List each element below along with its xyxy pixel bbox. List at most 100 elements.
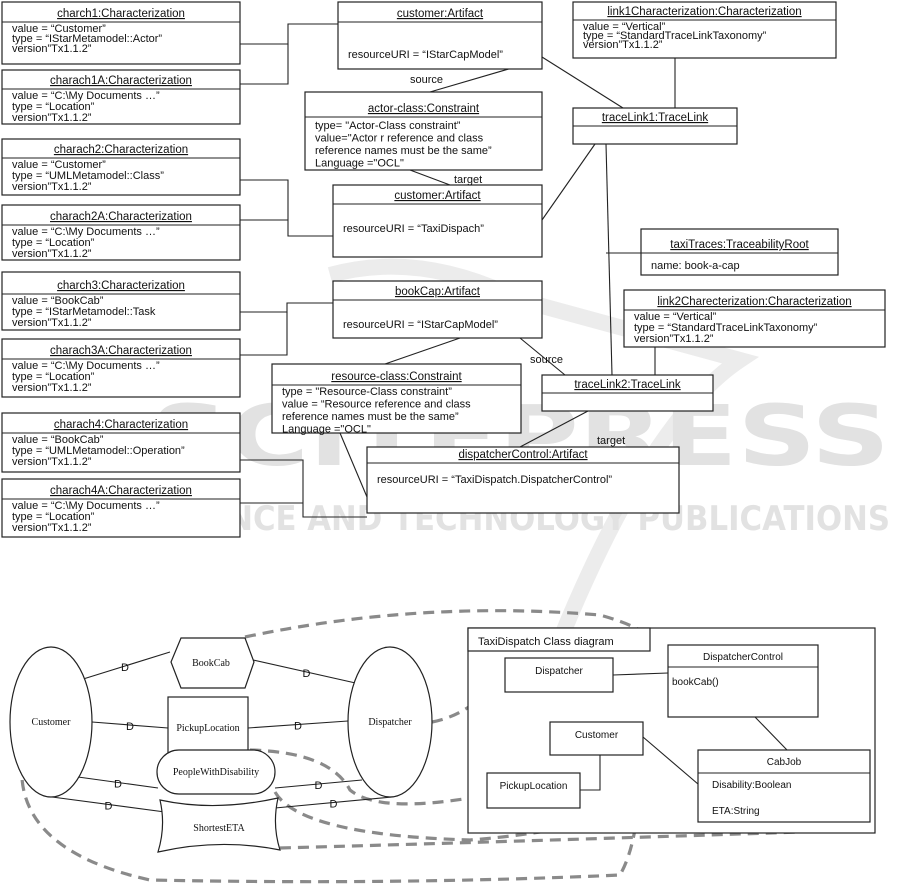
dependency-marker: D xyxy=(330,799,338,811)
connector-line xyxy=(519,337,566,376)
object-attribute: value = “Customer” xyxy=(12,23,106,35)
box-frame xyxy=(572,1,837,59)
object-title: link2Charecterization:Characterization xyxy=(657,296,851,308)
object-attribute: version”Tx1.1.2” xyxy=(12,317,92,329)
class-box xyxy=(486,772,581,809)
class-box xyxy=(667,644,819,718)
object-attribute: type= "Actor-Class constraint” xyxy=(315,120,461,132)
trace-mapping-dashed xyxy=(249,748,488,806)
box-frame xyxy=(1,338,241,398)
object-title: charach4:Characterization xyxy=(54,419,188,431)
object-attribute: value = “BookCab” xyxy=(12,295,104,307)
box-frame xyxy=(304,91,543,171)
object-title: charach3A:Characterization xyxy=(50,345,192,357)
object-attribute: version”Tx1.1.2” xyxy=(12,522,92,534)
connector-line xyxy=(541,56,624,109)
resource-pickup-shape xyxy=(167,696,249,760)
object-title: charch1:Characterization xyxy=(57,8,185,20)
object-attribute: value="Actor r reference and class xyxy=(315,133,484,145)
object-attribute: type = “StandardTraceLinkTaxonomy” xyxy=(583,30,767,42)
box-frame xyxy=(1,478,241,538)
object-title: customer:Artifact xyxy=(394,190,481,202)
class-PickupLocation[interactable]: PickupLocation xyxy=(486,772,581,809)
class-Dispatcher[interactable]: Dispatcher xyxy=(504,657,614,693)
object-title: charch3:Characterization xyxy=(57,280,185,292)
goal-node-ShortestETA[interactable]: ShortestETA xyxy=(193,823,245,834)
dependency-marker: D xyxy=(105,801,113,813)
dependency-link xyxy=(252,659,361,685)
class-diagram-title-tab xyxy=(467,627,651,652)
box-frame xyxy=(640,228,839,276)
object-box-traceLink1[interactable]: traceLink1:TraceLink xyxy=(572,107,738,145)
object-box-link1[interactable]: link1Characterization:Characterizationva… xyxy=(572,1,837,59)
object-box-charch3[interactable]: charch3:Characterization value = “BookCab… xyxy=(1,271,241,331)
box-frame xyxy=(332,280,543,339)
connectors xyxy=(240,23,676,518)
class-box xyxy=(549,721,644,756)
class-member: ETA:String xyxy=(712,806,760,817)
object-attribute: type = “Location” xyxy=(12,237,95,249)
box-frame xyxy=(1,271,241,331)
object-attribute: type = “IStarMetamodel::Task xyxy=(12,306,156,318)
object-boxes: charch1:Characterization value = “Custome… xyxy=(1,1,886,538)
object-attribute: type = “UMLMetamodel::Class” xyxy=(12,170,164,182)
class-association xyxy=(580,755,601,791)
class-Customer[interactable]: Customer xyxy=(549,721,644,756)
object-attribute: type = "Resource-Class constraint” xyxy=(282,386,452,398)
object-title: traceLink2:TraceLink xyxy=(574,379,681,391)
object-box-charch1[interactable]: charch1:Characterization value = “Custome… xyxy=(1,1,241,65)
class-box xyxy=(504,657,614,693)
trace-mapping-dashed xyxy=(244,609,692,701)
box-frame xyxy=(1,69,241,125)
edge-label-source: source xyxy=(530,354,563,366)
dependency-link xyxy=(274,796,393,809)
object-attribute: type = “UMLMetamodel::Operation” xyxy=(12,445,185,457)
connector-line xyxy=(384,337,461,365)
class-name: DispatcherControl xyxy=(703,652,783,663)
goal-node-PeopleWithDisability[interactable]: PeopleWithDisability xyxy=(173,767,259,778)
object-attribute: type = “Location” xyxy=(12,371,95,383)
object-title: charach2:Characterization xyxy=(54,144,188,156)
dependency-marker: D xyxy=(303,668,311,680)
object-attribute: version”Tx1.1.2” xyxy=(12,181,92,193)
object-box-link2[interactable]: link2Charecterization:Characterizationva… xyxy=(623,289,886,348)
class-association xyxy=(612,672,669,676)
softgoal-shortesteta-shape xyxy=(157,797,281,853)
object-box-traceLink2[interactable]: traceLink2:TraceLink xyxy=(541,374,714,412)
class-name: Customer xyxy=(575,730,619,741)
goal-node-PickupLocation[interactable]: PickupLocation xyxy=(176,723,239,734)
goal-node-Customer[interactable]: Customer xyxy=(32,717,72,728)
task-bookcab-shape xyxy=(170,637,255,689)
goal-node-BookCab[interactable]: BookCab xyxy=(192,658,230,669)
class-diagram-title: TaxiDispatch Class diagram xyxy=(478,636,614,648)
connector-line xyxy=(429,67,513,93)
class-association xyxy=(754,716,788,751)
object-attribute: Language ="OCL" xyxy=(282,424,371,436)
object-attribute: version”Tx1.1.2” xyxy=(634,333,714,345)
object-title: dispatcherControl:Artifact xyxy=(458,449,588,461)
box-frame xyxy=(1,204,241,261)
dependency-link xyxy=(77,776,159,789)
connector-line xyxy=(240,312,288,356)
dependency-marker: D xyxy=(114,779,122,791)
goal-node-Dispatcher[interactable]: Dispatcher xyxy=(368,717,412,728)
connector-line xyxy=(240,23,338,45)
object-attribute: value = “C:\My Documents …” xyxy=(12,226,160,238)
edge-label-source: source xyxy=(410,74,443,86)
class-name: CabJob xyxy=(767,757,802,768)
